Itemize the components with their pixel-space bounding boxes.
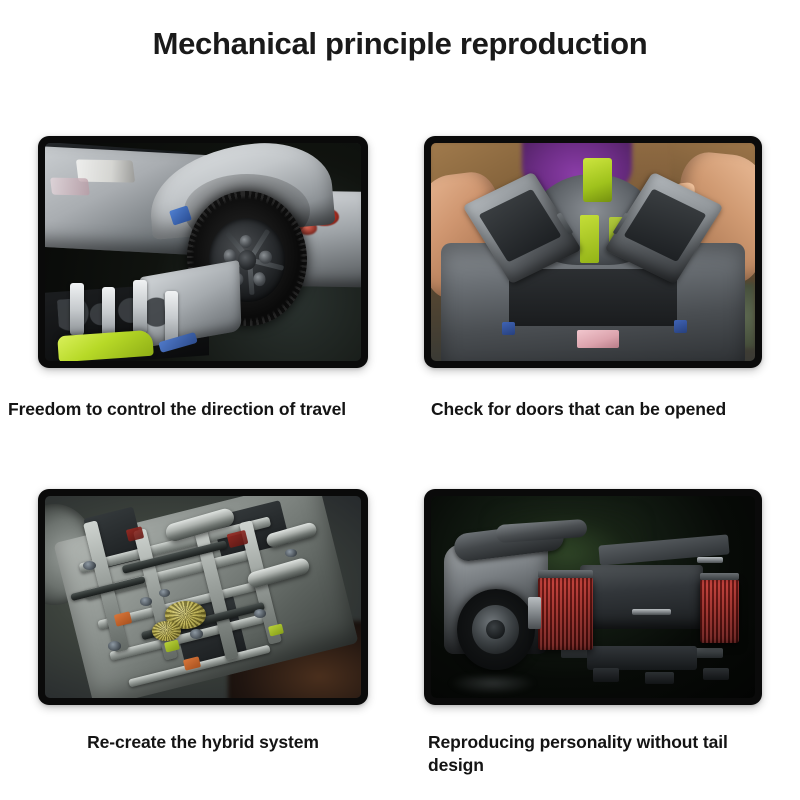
photo4-silver-detail: [696, 556, 723, 563]
page-title: Mechanical principle reproduction: [152, 26, 648, 61]
photo4-floor-reflection: [450, 675, 535, 694]
photo-check-doors: [431, 143, 755, 361]
gallery-caption-4: Reproducing personality without tail des…: [428, 732, 728, 776]
photo2-lime-element: [580, 214, 600, 263]
photo1-rim-lug: [239, 234, 253, 249]
photo4-dark-detail: [644, 671, 674, 684]
gallery-photo-frame-3[interactable]: [38, 489, 368, 705]
photo3-pin-hole: [108, 641, 122, 652]
gallery-caption-3: Re-create the hybrid system: [87, 732, 319, 752]
photo3-pin-hole: [139, 597, 153, 607]
photo3-pin-hole: [158, 588, 171, 598]
photo4-red-radiator: [699, 573, 739, 644]
photo1-white-axle-pin: [70, 282, 84, 335]
photo2-lime-element: [583, 158, 613, 202]
photo-freedom-to-control: [45, 143, 361, 361]
gallery-photo-frame-1[interactable]: [38, 136, 368, 368]
gallery-photo-frame-2[interactable]: [424, 136, 762, 368]
gallery-photo-frame-4[interactable]: [424, 489, 762, 705]
photo4-dark-detail: [703, 667, 730, 680]
photo4-silver-detail: [631, 609, 671, 616]
photo3-pin-hole: [82, 560, 96, 570]
photo4-radiator-cap: [699, 573, 739, 581]
photo3-yellow-gear: [152, 621, 181, 642]
photo4-dark-detail: [593, 667, 619, 682]
photo2-floor-plate: [508, 269, 678, 327]
photo1-rim-lug: [258, 249, 273, 265]
photo1-decal-secondary: [50, 177, 91, 196]
photo4-rim-hub: [486, 619, 506, 639]
gallery-caption-2: Check for doors that can be opened: [431, 399, 727, 419]
photo2-door-inner-panel: [478, 188, 562, 263]
photo4-mid-chassis: [580, 564, 704, 630]
photo2-pink-brick: [576, 330, 619, 348]
photo1-white-axle-pin: [133, 280, 147, 333]
photo4-diffuser: [586, 645, 697, 670]
photo1-white-axle-pin: [165, 291, 179, 344]
photo-hybrid-system: [45, 496, 361, 698]
photo3-gear-teeth: [152, 621, 181, 642]
photo-no-tail-design: [431, 496, 755, 698]
photo1-rim-lug: [252, 272, 267, 287]
photo4-front-wheel: [456, 588, 535, 670]
photo2-blue-pin: [502, 321, 516, 335]
gallery-caption-1: Freedom to control the direction of trav…: [8, 399, 347, 419]
photo3-pin-hole: [190, 629, 203, 639]
photo4-rim: [472, 605, 520, 654]
photo4-red-radiator: [537, 570, 593, 650]
photo4-silver-detail: [528, 597, 542, 630]
photo1-white-axle-pin: [101, 286, 116, 340]
photo3-pin-hole: [285, 548, 297, 557]
photo4-radiator-cap: [537, 570, 593, 579]
photo3-pin-hole: [253, 609, 267, 619]
photo2-blue-pin: [674, 319, 687, 333]
